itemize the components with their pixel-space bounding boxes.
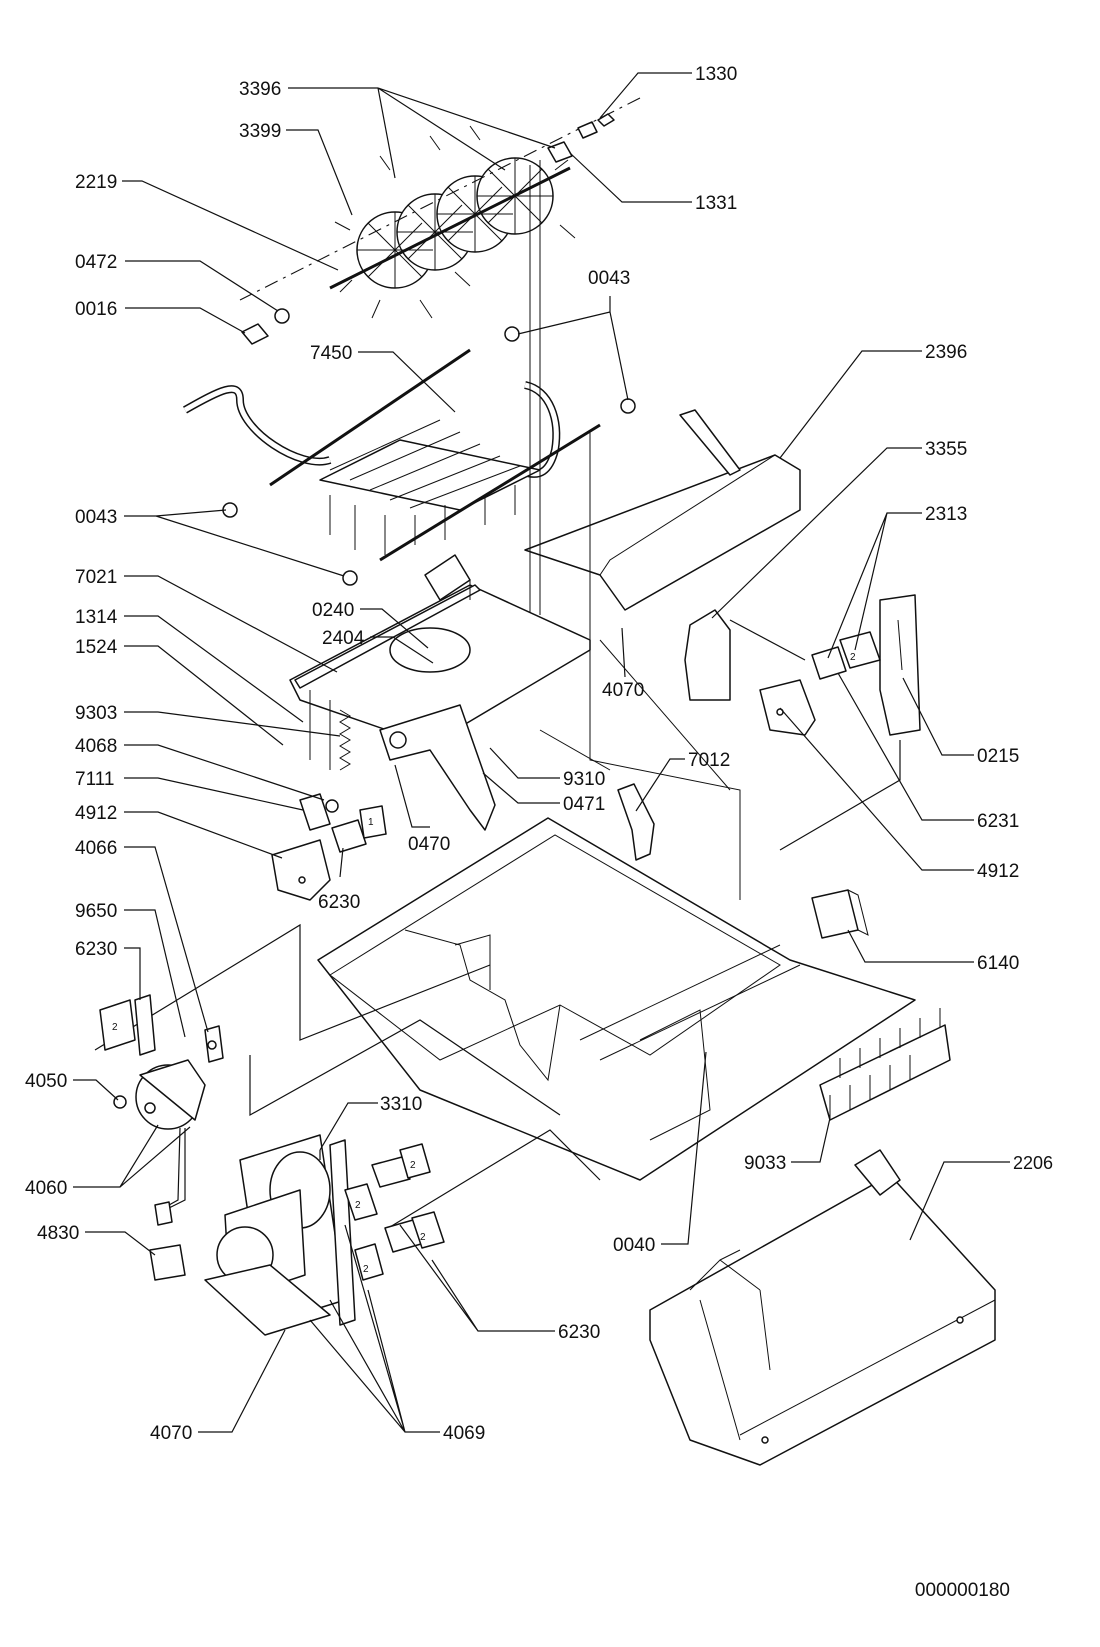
callout-9033: 9033 xyxy=(744,1153,786,1174)
callout-2404: 2404 xyxy=(322,628,365,649)
front-cover xyxy=(649,1149,996,1466)
callout-0016: 0016 xyxy=(75,299,117,320)
callout-1330: 1330 xyxy=(695,64,737,85)
ejector-wheel-assembly xyxy=(334,125,576,319)
callout-9303: 9303 xyxy=(75,703,117,724)
heater-element xyxy=(183,348,601,562)
leader-lines xyxy=(73,72,1010,1433)
frame-back-plate xyxy=(529,160,741,900)
svg-text:2: 2 xyxy=(363,1264,369,1275)
callout-7450: 7450 xyxy=(310,343,352,364)
svg-text:1: 1 xyxy=(368,817,374,828)
shaft-end-parts xyxy=(547,113,615,163)
callout-3399: 3399 xyxy=(239,121,281,142)
svg-text:2: 2 xyxy=(112,1022,118,1033)
callout-4830: 4830 xyxy=(37,1223,79,1244)
callout-1331: 1331 xyxy=(695,193,737,214)
callout-0240: 0240 xyxy=(312,600,354,621)
callout-3355: 3355 xyxy=(925,439,967,460)
callout-6230-left: 6230 xyxy=(75,939,117,960)
terminal-block xyxy=(819,1008,951,1121)
callout-4060: 4060 xyxy=(25,1178,67,1199)
callout-0471: 0471 xyxy=(563,794,605,815)
callout-6230-timer: 6230 xyxy=(558,1322,600,1343)
svg-text:2: 2 xyxy=(355,1200,361,1211)
callout-0472: 0472 xyxy=(75,252,117,273)
callout-4070-upper: 4070 xyxy=(602,680,644,701)
spring-and-arm xyxy=(299,704,496,831)
wire-frame xyxy=(94,740,901,1231)
relay xyxy=(811,889,869,939)
callout-4069: 4069 xyxy=(443,1423,485,1444)
callout-0043-bottom: 0043 xyxy=(75,507,117,528)
right-side-parts: 2 xyxy=(684,594,921,736)
callout-6231: 6231 xyxy=(977,811,1019,832)
shaft-coupling-parts xyxy=(241,308,290,345)
callout-4912-left: 4912 xyxy=(75,803,117,824)
callout-3310: 3310 xyxy=(380,1094,422,1115)
svg-text:2: 2 xyxy=(850,652,856,663)
callout-4912-right: 4912 xyxy=(977,861,1019,882)
callout-6140: 6140 xyxy=(977,953,1019,974)
base-housing xyxy=(317,817,916,1181)
callout-0470: 0470 xyxy=(408,834,450,855)
svg-text:2: 2 xyxy=(410,1160,416,1171)
callout-0040: 0040 xyxy=(613,1235,655,1256)
ejector-shaft-axis xyxy=(239,97,641,301)
callout-1524: 1524 xyxy=(75,637,118,658)
callout-4066: 4066 xyxy=(75,838,117,859)
callout-labels: 3396 1330 3399 1331 2219 0472 0043 0016 … xyxy=(25,64,1053,1601)
callout-0043-top: 0043 xyxy=(588,268,630,289)
mould-switch-and-cam: 1 xyxy=(271,805,387,901)
drawing-number: 000000180 xyxy=(915,1580,1010,1601)
timer-motor-unit: 2 2 2 2 xyxy=(204,1134,445,1336)
callout-0215: 0215 xyxy=(977,746,1019,767)
callout-3396: 3396 xyxy=(239,79,281,100)
callout-7021: 7021 xyxy=(75,567,117,588)
callout-9650: 9650 xyxy=(75,901,117,922)
callout-6230-mould: 6230 xyxy=(318,892,360,913)
callout-4068: 4068 xyxy=(75,736,117,757)
water-inlet-fitting xyxy=(617,783,655,861)
callout-2219: 2219 xyxy=(75,172,117,193)
callout-7012: 7012 xyxy=(688,750,730,771)
callout-2206: 2206 xyxy=(1013,1153,1053,1173)
svg-text:2: 2 xyxy=(420,1232,426,1243)
callout-2396: 2396 xyxy=(925,342,967,363)
left-motor-unit: 2 xyxy=(99,994,224,1281)
ice-bin-cover xyxy=(524,409,801,611)
callout-7111: 7111 xyxy=(75,769,114,790)
callout-1314: 1314 xyxy=(75,607,118,628)
callout-4070-lower: 4070 xyxy=(150,1423,192,1444)
callout-4050: 4050 xyxy=(25,1071,67,1092)
callout-9310: 9310 xyxy=(563,769,605,790)
callout-2313: 2313 xyxy=(925,504,967,525)
